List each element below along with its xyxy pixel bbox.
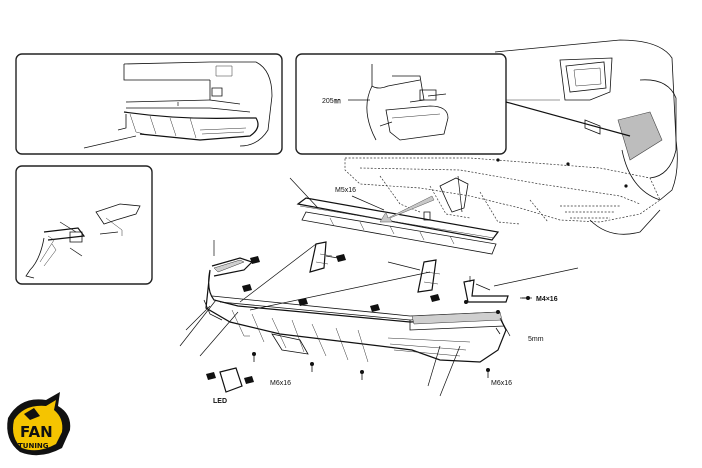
logo-text-fan: FAN [20, 423, 53, 441]
fan-tuning-logo: FAN TUNING [7, 392, 71, 456]
clip-icon [298, 298, 308, 306]
screw-icon [566, 162, 570, 166]
screw-icon [624, 184, 628, 188]
fasteners [242, 158, 628, 380]
label-m6x16-left: M6x16 [270, 380, 291, 387]
detail-panel-side-bracket [15, 165, 153, 285]
led-strip-left [213, 259, 245, 273]
screw-icon [496, 310, 500, 314]
label-5mm: 5mm [528, 336, 544, 343]
screw-icon [310, 362, 314, 372]
screw-icon [252, 352, 256, 362]
label-m5x16: M5x16 [335, 187, 356, 194]
clip-icon [242, 284, 252, 292]
wheel-arch-highlight [617, 111, 663, 161]
screw-icon [486, 368, 490, 378]
leader-lines [179, 240, 579, 397]
label-led: LED [213, 398, 227, 405]
rear-bumper-body [203, 257, 507, 363]
clip-icon [206, 372, 216, 380]
clip-icon [336, 254, 346, 262]
detail-panel-205mm: 205㎜ [295, 53, 631, 155]
screw-icon [464, 300, 468, 304]
label-m4x16: M4×16 [536, 296, 558, 303]
led-module: LED [206, 367, 254, 405]
clip-icon [250, 256, 260, 264]
logo-text-tuning: TUNING [18, 442, 49, 450]
screw-icon [360, 370, 364, 380]
clip-icon [370, 304, 380, 312]
brackets [309, 241, 509, 303]
screw-icon [496, 158, 500, 162]
label-205mm: 205㎜ [322, 98, 341, 105]
vehicle-rear-outline [344, 39, 678, 235]
diffuser-plate: M5x16 [289, 175, 500, 255]
down-arrow [379, 195, 435, 223]
led-strip-right [411, 311, 503, 325]
detail-panel-rear-view [15, 53, 283, 155]
clip-icon [244, 376, 254, 384]
label-m6x16-right: M6x16 [491, 380, 512, 387]
clip-icon [430, 294, 440, 302]
